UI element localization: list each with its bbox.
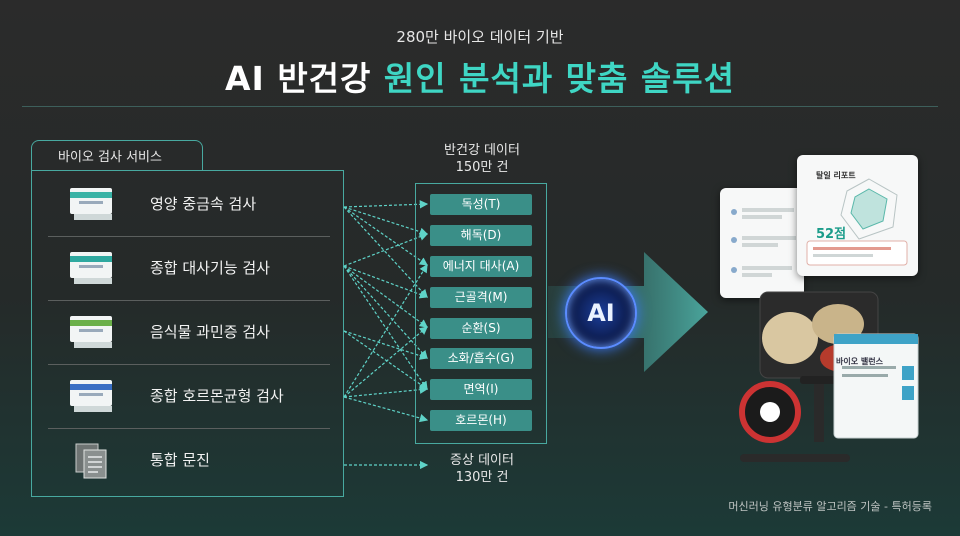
health-data-count: 150만 건 — [455, 160, 509, 175]
services-tab-label: 바이오 검사 서비스 — [58, 150, 162, 165]
title-accent: 원인 분석과 맞춤 솔루션 — [383, 59, 735, 98]
services-tab: 바이오 검사 서비스 — [31, 140, 203, 170]
category-tag: 순환(S) — [430, 318, 532, 339]
chat-report-card — [720, 188, 804, 298]
report-card-title: 탈일 리포트 — [816, 171, 856, 180]
category-tag: 독성(T) — [430, 194, 532, 215]
service-row-questionnaire: 통합 문진 — [48, 428, 330, 492]
symptom-data-caption: 증상 데이터 130만 건 — [412, 452, 552, 486]
product-pack-label: 바이오 밸런스 — [836, 357, 883, 366]
service-label: 종합 호르몬균형 검사 — [150, 387, 284, 405]
document-icon — [75, 443, 107, 479]
radar-chart-icon — [806, 178, 908, 266]
test-kit-box-icon — [70, 188, 112, 220]
test-kit-box-icon — [70, 380, 112, 412]
service-row-food: 음식물 과민증 검사 — [48, 300, 330, 365]
radar-report-card — [797, 155, 918, 276]
service-row-metabolic: 종합 대사기능 검사 — [48, 236, 330, 301]
meal-bike-product-illustration — [739, 291, 919, 462]
category-tag: 해독(D) — [430, 225, 532, 246]
chat-lines-icon — [731, 208, 796, 277]
symptom-data-label: 증상 데이터 — [450, 453, 514, 468]
category-tag: 소화/흡수(G) — [430, 348, 532, 369]
header-divider — [22, 106, 938, 107]
category-tag: 에너지 대사(A) — [430, 256, 532, 277]
ai-badge-icon — [565, 277, 637, 349]
service-row-hormone: 종합 호르몬균형 검사 — [48, 364, 330, 429]
health-data-label: 반건강 데이터 — [444, 143, 520, 158]
symptom-data-count: 130만 건 — [455, 470, 509, 485]
category-tag: 호르몬(H) — [430, 410, 532, 431]
page-subtitle: 280만 바이오 데이터 기반 — [396, 28, 564, 46]
page-title: AI 반건강 원인 분석과 맞춤 솔루션 — [0, 52, 960, 100]
services-panel — [31, 170, 344, 497]
test-kit-box-icon — [70, 252, 112, 284]
health-data-caption: 반건강 데이터 150만 건 — [412, 142, 552, 176]
ai-label: AI — [587, 299, 615, 327]
patent-footnote: 머신러닝 유형분류 알고리즘 기술 - 특허등록 — [728, 500, 932, 513]
test-kit-box-icon — [70, 316, 112, 348]
service-row-nutrition: 영양 중금속 검사 — [48, 172, 330, 237]
category-panel — [415, 183, 547, 444]
category-tag: 면역(I) — [430, 379, 532, 400]
service-label: 영양 중금속 검사 — [150, 195, 257, 213]
report-card-score: 52점 — [816, 227, 847, 242]
title-prefix: AI 반건강 — [225, 59, 384, 98]
service-label: 음식물 과민증 검사 — [150, 323, 270, 341]
service-label: 통합 문진 — [150, 451, 210, 469]
category-tag: 근골격(M) — [430, 287, 532, 308]
service-label: 종합 대사기능 검사 — [150, 259, 270, 277]
